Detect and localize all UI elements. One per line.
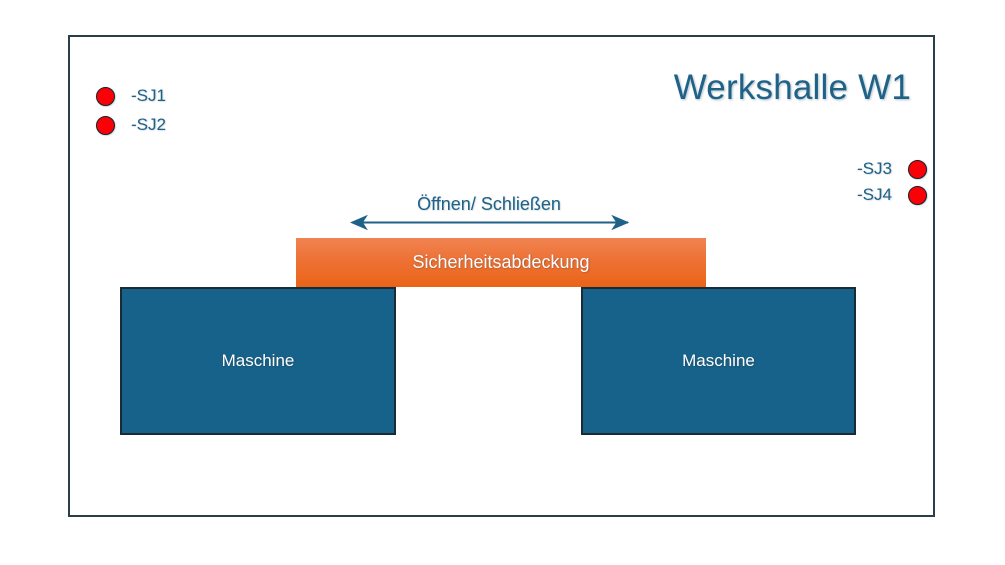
sensor-indicator-icon <box>907 185 927 205</box>
double-headed-arrow-icon <box>349 214 630 231</box>
machine-right[interactable]: Maschine <box>581 287 856 435</box>
sensor-indicator-icon <box>96 115 115 135</box>
sensor-indicator-icon <box>96 86 115 106</box>
sensor-indicator-icon <box>907 159 927 179</box>
sensor-label: -SJ4 <box>857 185 892 204</box>
sensor-sj2[interactable]: -SJ2 <box>96 115 166 135</box>
sensor-label: -SJ3 <box>857 159 892 178</box>
motion-label: Öffnen/ Schließen <box>417 194 561 214</box>
sensor-label: -SJ1 <box>131 86 166 105</box>
safety-cover-label: Sicherheitsabdeckung <box>412 252 590 272</box>
safety-cover[interactable]: Sicherheitsabdeckung <box>296 238 706 287</box>
machine-left[interactable]: Maschine <box>120 287 396 435</box>
sensor-sj1[interactable]: -SJ1 <box>96 86 166 106</box>
machine-label: Maschine <box>682 351 755 370</box>
machine-label: Maschine <box>221 351 295 370</box>
page-title: Werkshalle W1 <box>673 68 911 107</box>
sensor-sj3[interactable]: -SJ3 <box>857 159 927 179</box>
sensor-label: -SJ2 <box>131 115 166 134</box>
sensor-sj4[interactable]: -SJ4 <box>857 185 927 205</box>
